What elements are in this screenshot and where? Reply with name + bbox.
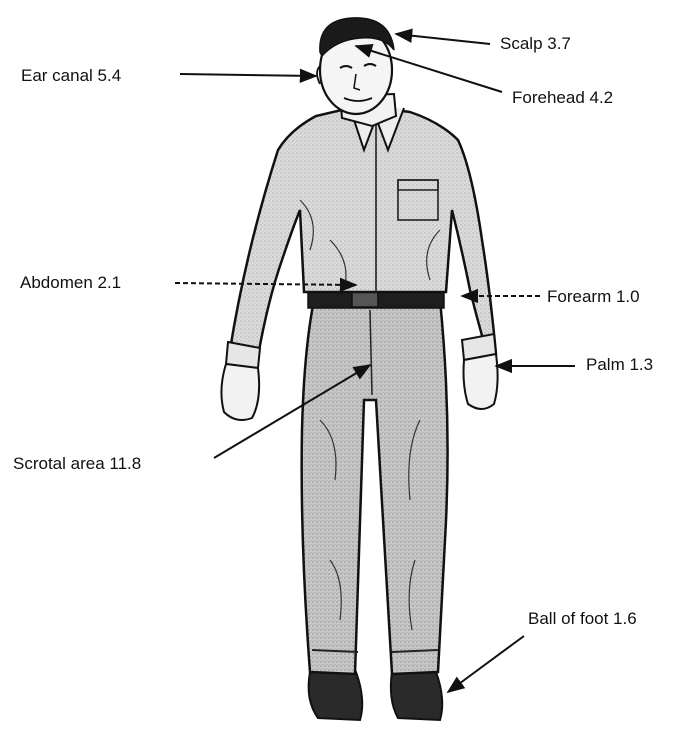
- pants: [302, 300, 448, 674]
- label-ball-of-foot: Ball of foot 1.6: [528, 609, 637, 629]
- label-ear-canal: Ear canal 5.4: [21, 66, 121, 86]
- arrow-ball-of-foot: [448, 636, 524, 692]
- label-forearm: Forearm 1.0: [547, 287, 640, 307]
- shoes: [309, 672, 443, 720]
- label-abdomen: Abdomen 2.1: [20, 273, 121, 293]
- label-palm: Palm 1.3: [586, 355, 653, 375]
- label-scrotal-area: Scrotal area 11.8: [13, 454, 141, 474]
- arrow-ear-canal: [180, 74, 316, 76]
- label-scalp: Scalp 3.7: [500, 34, 571, 54]
- head: [317, 18, 396, 126]
- arrow-scalp: [396, 34, 490, 44]
- label-forehead: Forehead 4.2: [512, 88, 613, 108]
